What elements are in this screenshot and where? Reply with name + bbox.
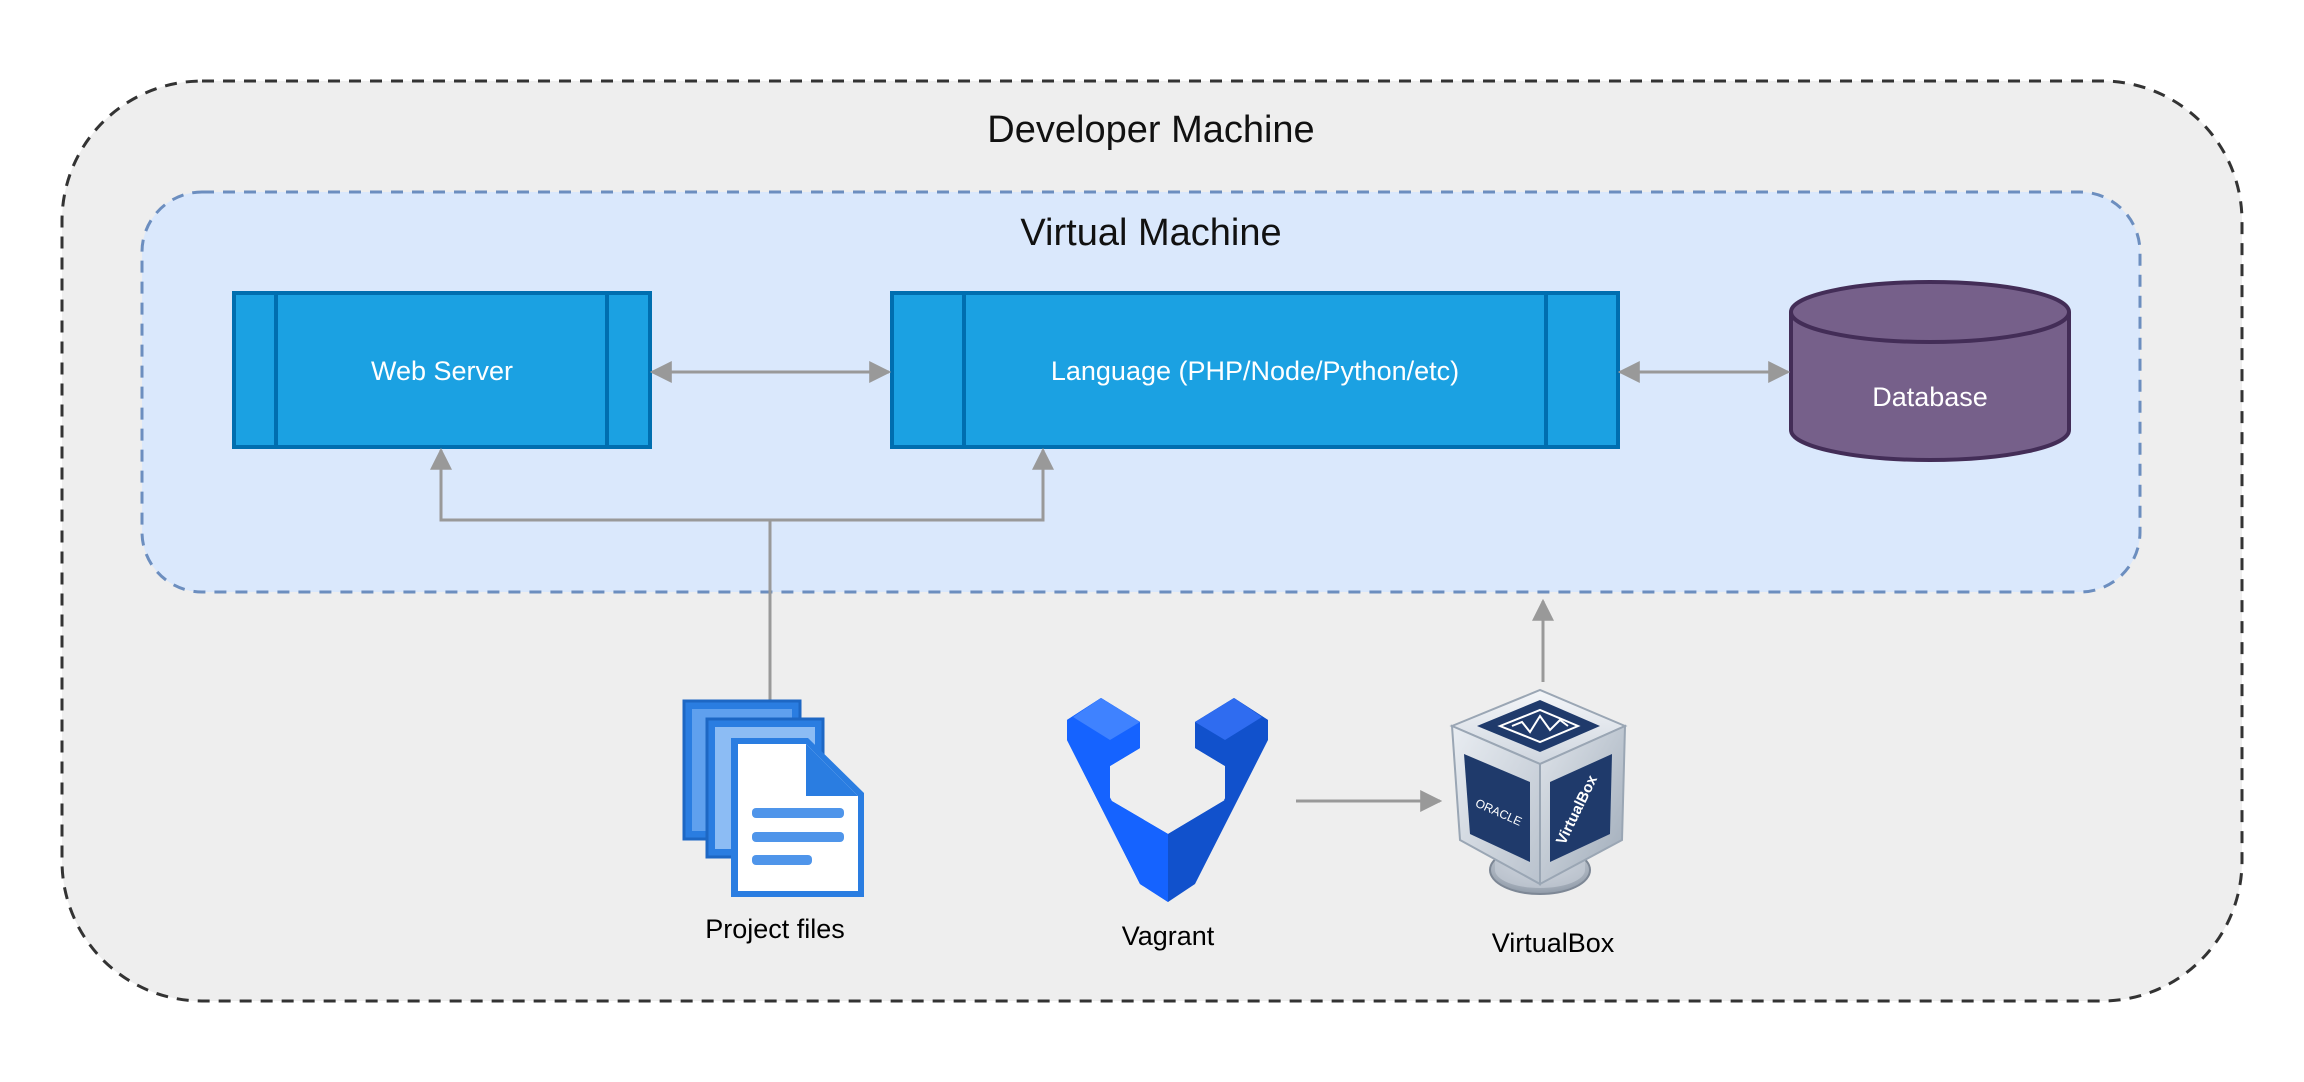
connectors	[430, 361, 1791, 812]
web-server-node[interactable]: Web Server	[232, 291, 652, 449]
web-server-label: Web Server	[371, 356, 513, 386]
virtualbox-cube-icon[interactable]: ORACLE VirtualBox	[1449, 688, 1628, 895]
virtual-machine-title: Virtual Machine	[1020, 212, 1281, 254]
project-files-label: Project files	[705, 914, 845, 944]
developer-machine-title: Developer Machine	[987, 109, 1314, 151]
database-label: Database	[1872, 382, 1988, 412]
language-label: Language (PHP/Node/Python/etc)	[1051, 356, 1459, 386]
project-files-connector	[430, 447, 772, 700]
virtualbox-label: VirtualBox	[1492, 928, 1615, 958]
documents-icon[interactable]	[682, 699, 864, 897]
database-node[interactable]: Database	[1789, 280, 2071, 462]
project-files-language-connector	[770, 447, 1054, 522]
vagrant-label: Vagrant	[1122, 921, 1215, 951]
vagrant-logo-icon[interactable]	[1067, 698, 1268, 902]
language-node[interactable]: Language (PHP/Node/Python/etc)	[890, 291, 1620, 449]
